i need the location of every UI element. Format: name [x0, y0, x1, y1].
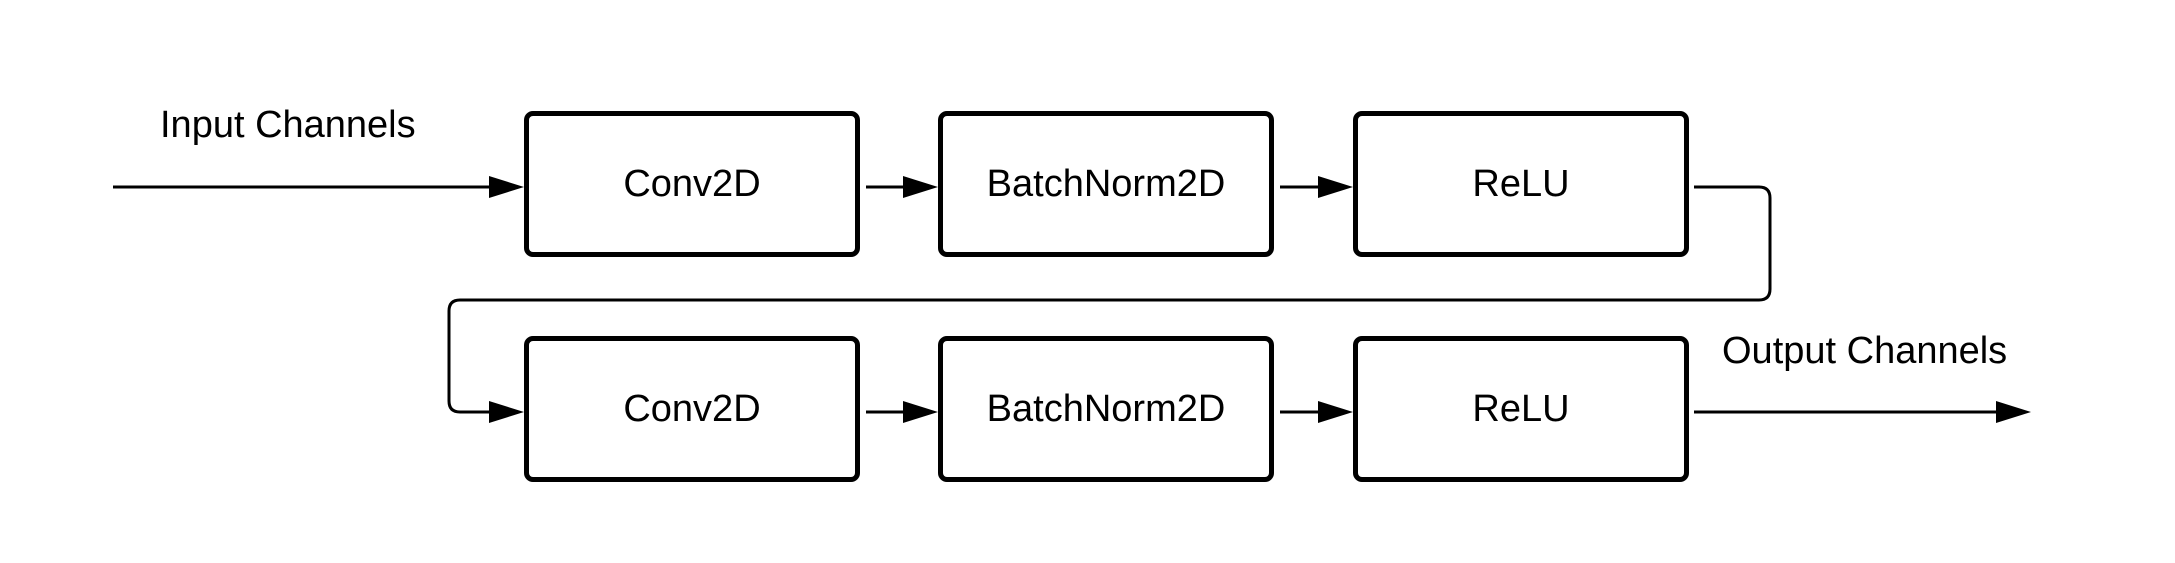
batchnorm2d-block-2-label: BatchNorm2D	[986, 387, 1226, 430]
row2-connector-2-arrowhead	[1318, 401, 1353, 423]
conv2d-block-2-label: Conv2D	[623, 387, 761, 430]
output-arrowhead	[1996, 401, 2031, 423]
row1-connector-1-arrowhead	[903, 176, 938, 198]
input-arrowhead	[489, 176, 524, 198]
relu-block-1: ReLU	[1353, 111, 1689, 257]
conv2d-block-1: Conv2D	[524, 111, 860, 257]
output-channels-label: Output Channels	[1722, 330, 2008, 372]
wrap-connector-line	[447, 185, 1772, 414]
relu-block-2-label: ReLU	[1472, 387, 1570, 430]
batchnorm2d-block-1: BatchNorm2D	[938, 111, 1274, 257]
row1-connector-2-arrowhead	[1318, 176, 1353, 198]
row2-connector-1-arrowhead	[903, 401, 938, 423]
relu-block-2: ReLU	[1353, 336, 1689, 482]
conv2d-block-1-label: Conv2D	[623, 162, 761, 205]
batchnorm2d-block-2: BatchNorm2D	[938, 336, 1274, 482]
batchnorm2d-block-1-label: BatchNorm2D	[986, 162, 1226, 205]
relu-block-1-label: ReLU	[1472, 162, 1570, 205]
input-channels-label: Input Channels	[160, 104, 416, 146]
wrap-connector-arrowhead	[489, 401, 524, 423]
conv2d-block-2: Conv2D	[524, 336, 860, 482]
